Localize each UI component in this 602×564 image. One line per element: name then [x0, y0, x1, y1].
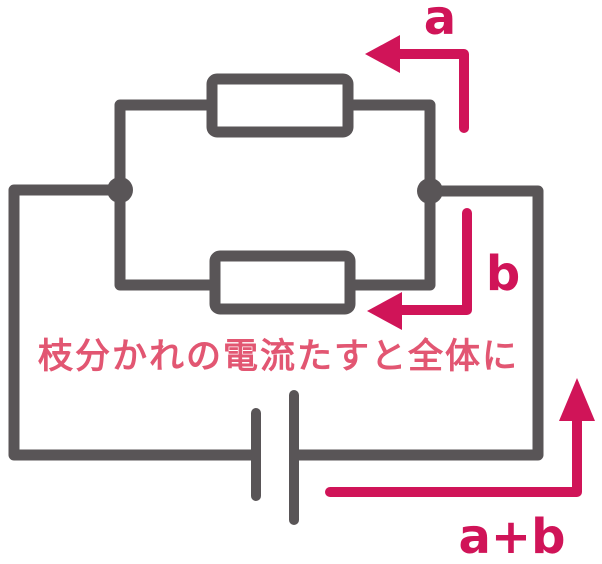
resistor-top	[206, 73, 354, 138]
outer-loop-left-wire	[8, 184, 257, 461]
bottom-branch-wire	[114, 184, 436, 291]
current-arrow-total	[325, 378, 595, 497]
outer-loop-right-wire	[293, 185, 544, 461]
caption-text: 枝分かれの電流たすと全体に	[38, 336, 519, 377]
junction-dot-right	[417, 178, 443, 204]
top-branch-wire	[114, 99, 436, 196]
junction-dot-left	[107, 177, 133, 203]
current-b-label: b	[486, 246, 520, 302]
arrow-b-head-icon	[367, 292, 402, 330]
arrow-total-line	[325, 411, 582, 497]
arrow-a-line	[392, 49, 469, 133]
current-a-label: a	[424, 0, 456, 46]
arrow-total-head-icon	[559, 378, 595, 421]
resistor-bottom	[209, 250, 356, 315]
arrow-a-head-icon	[365, 35, 400, 73]
arrow-b-line	[395, 208, 472, 315]
current-arrow-a	[365, 35, 469, 133]
current-arrow-b	[367, 208, 472, 330]
current-total-label: a+b	[459, 509, 566, 564]
